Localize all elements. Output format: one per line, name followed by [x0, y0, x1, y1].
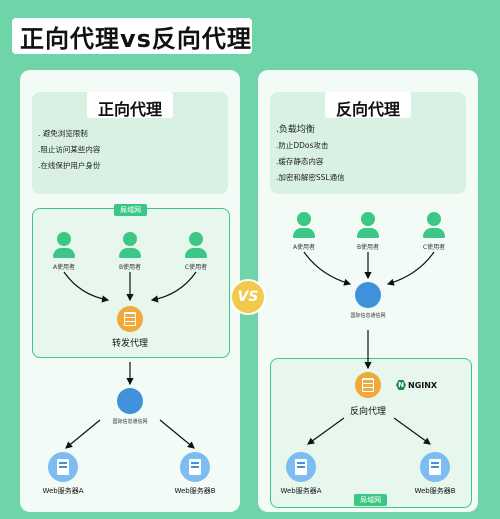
feature-item: .负载均衡: [276, 125, 315, 135]
user-icon: [361, 212, 375, 226]
user-label: B使用者: [118, 264, 142, 271]
user-label: A使用者: [52, 264, 76, 271]
user-label: C使用者: [184, 264, 208, 271]
heading-background: [325, 92, 411, 118]
user-b: B使用者: [110, 232, 150, 271]
feature-item: .缓存静态内容: [276, 157, 324, 166]
globe-icon: [117, 388, 143, 414]
forward-proxy-label: 转发代理: [111, 339, 148, 349]
heading-background: [87, 92, 173, 118]
user-a: A使用者: [44, 232, 84, 271]
globe-icon: [355, 282, 381, 308]
web-server-label: Web服务器B: [414, 487, 456, 495]
page-title: 正向代理vs反向代理: [20, 24, 252, 53]
user-label: A使用者: [292, 244, 316, 251]
web-server-label: Web服务器A: [280, 487, 322, 495]
user-icon: [297, 212, 311, 226]
user-label: B使用者: [356, 244, 380, 251]
reverse-proxy-feature-list: .负载均衡 .防止DDos攻击 .缓存静态内容 .加密和解密SSL通信: [276, 122, 462, 186]
forward-proxy-feature-list: . 避免浏览限制 .阻止访问某些内容 .在线保护用户身份: [38, 126, 224, 174]
feature-item: .防止DDos攻击: [276, 141, 329, 150]
web-server-label: Web服务器A: [42, 487, 84, 495]
feature-item: .加密和解密SSL通信: [276, 173, 345, 182]
web-server-icon: [420, 452, 450, 482]
proxy-server-icon: [355, 372, 381, 398]
feature-item: .在线保护用户身份: [38, 161, 101, 170]
user-c: C使用者: [414, 212, 454, 251]
nginx-icon: N: [396, 380, 406, 390]
nginx-logo: N NGINX: [396, 380, 437, 390]
reverse-proxy-info-box: 反向代理 .负载均衡 .防止DDos攻击 .缓存静态内容 .加密和解密SSL通信: [270, 92, 466, 194]
web-server-icon: [48, 452, 78, 482]
reverse-proxy-panel: 反向代理 .负载均衡 .防止DDos攻击 .缓存静态内容 .加密和解密SSL通信…: [258, 70, 478, 512]
web-server-icon: [286, 452, 316, 482]
reverse-proxy-heading: 反向代理: [335, 100, 400, 119]
internet-label: 国际信息通信网: [112, 419, 148, 425]
lan-tag: 局域网: [114, 204, 147, 216]
feature-item: .阻止访问某些内容: [38, 145, 101, 154]
forward-proxy-heading: 正向代理: [97, 100, 162, 119]
internet-label: 国际信息通信网: [350, 313, 386, 319]
proxy-server-icon: [117, 306, 143, 332]
user-icon: [123, 232, 137, 246]
vs-badge: VS: [230, 279, 266, 315]
feature-item: . 避免浏览限制: [38, 129, 88, 138]
user-b: B使用者: [348, 212, 388, 251]
user-icon: [189, 232, 203, 246]
nginx-label: NGINX: [408, 380, 438, 390]
user-icon: [57, 232, 71, 246]
user-icon: [427, 212, 441, 226]
forward-proxy-panel: 正向代理 . 避免浏览限制 .阻止访问某些内容 .在线保护用户身份 局域网 A使…: [20, 70, 240, 512]
reverse-proxy-label: 反向代理: [349, 407, 386, 417]
user-label: C使用者: [422, 244, 446, 251]
web-server-label: Web服务器B: [174, 487, 216, 495]
title-banner: 正向代理vs反向代理: [12, 18, 252, 54]
user-c: C使用者: [176, 232, 216, 271]
web-server-icon: [180, 452, 210, 482]
user-a: A使用者: [284, 212, 324, 251]
lan-tag: 局域网: [354, 494, 387, 506]
forward-proxy-info-box: 正向代理 . 避免浏览限制 .阻止访问某些内容 .在线保护用户身份: [32, 92, 228, 194]
